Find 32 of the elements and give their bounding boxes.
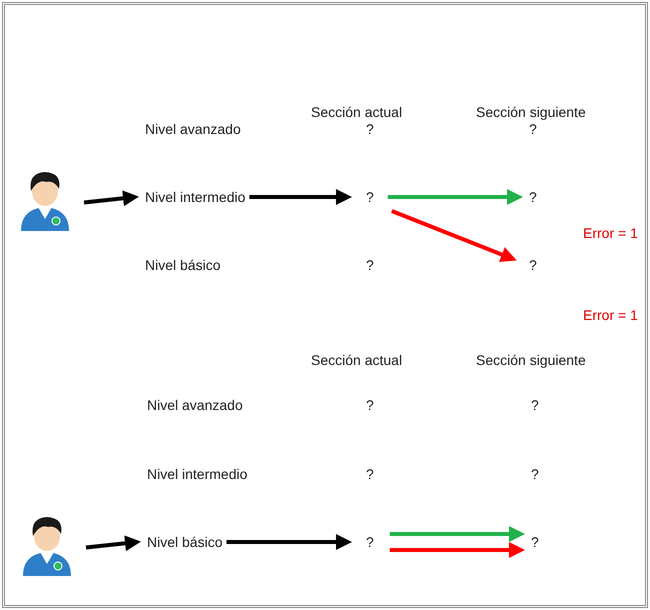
column-header: Sección siguiente: [476, 103, 586, 121]
level-label: Nivel intermedio: [145, 188, 246, 206]
arrow: [391, 209, 517, 262]
arrow: [249, 189, 352, 205]
arrow: [86, 535, 141, 552]
column-header: Sección siguiente: [476, 351, 586, 369]
question-mark: ?: [366, 256, 374, 274]
arrow: [390, 526, 525, 542]
question-mark: ?: [531, 396, 539, 414]
question-mark: ?: [529, 188, 537, 206]
error-note: Error = 1: [583, 306, 638, 324]
level-label: Nivel avanzado: [145, 120, 241, 138]
question-mark: ?: [531, 533, 539, 551]
question-mark: ?: [366, 396, 374, 414]
level-label: Nivel básico: [145, 256, 220, 274]
question-mark: ?: [531, 465, 539, 483]
column-header: Sección actual: [311, 351, 402, 369]
arrow: [390, 542, 525, 558]
question-mark: ?: [366, 188, 374, 206]
level-label: Nivel intermedio: [147, 465, 248, 483]
column-header: Sección actual: [311, 103, 402, 121]
level-label: Nivel avanzado: [147, 396, 243, 414]
question-mark: ?: [529, 256, 537, 274]
question-mark: ?: [366, 533, 374, 551]
arrow: [226, 534, 352, 550]
error-note: Error = 1: [583, 224, 638, 242]
arrow: [84, 190, 139, 206]
question-mark: ?: [529, 120, 537, 138]
level-label: Nivel básico: [147, 533, 222, 551]
arrow: [388, 189, 523, 205]
question-mark: ?: [366, 465, 374, 483]
question-mark: ?: [366, 120, 374, 138]
